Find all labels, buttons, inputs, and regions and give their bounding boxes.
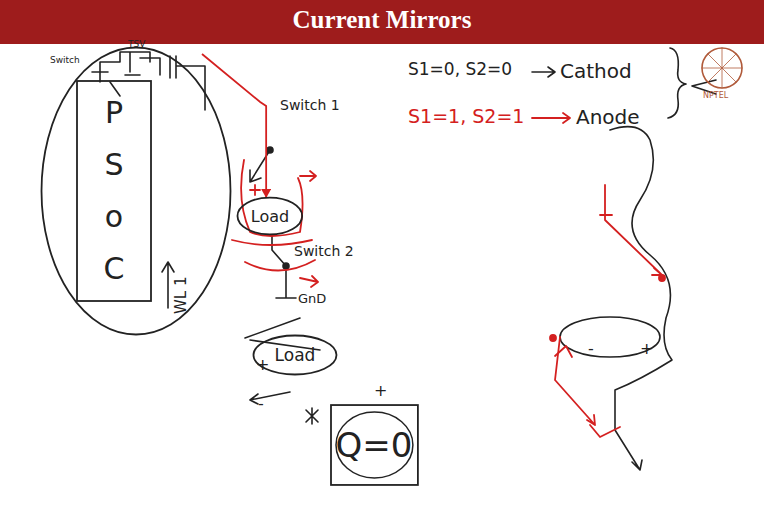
sketch-label: - [588, 340, 594, 358]
node-text: WL 1 [172, 277, 190, 315]
sketch-label: GnD [298, 292, 326, 306]
node-text: P S o C [98, 87, 131, 295]
sketch-label: S1=1, S2=1 [408, 106, 524, 127]
box-node: Q=0 [330, 404, 419, 486]
arrow-mark [300, 171, 316, 181]
oval-node: WL 1 P S o C [40, 46, 232, 336]
sketch-label: - [258, 395, 264, 413]
current-path [590, 425, 620, 437]
circuit-sketch [110, 75, 140, 96]
box-node: P S o C [76, 80, 152, 302]
sketch-label: + [374, 382, 387, 400]
sketch-label: S1=0, S2=0 [408, 60, 512, 79]
wire-connector [202, 54, 266, 197]
outline-shape [42, 48, 231, 335]
inner-oval [336, 412, 413, 478]
sketch-label: Switch 1 [280, 98, 340, 113]
arrow-mark [300, 276, 318, 287]
sketch-label: Switch [50, 56, 80, 66]
current-path [555, 337, 595, 425]
node-text: Load [275, 345, 316, 365]
sketch-label: NPTEL [703, 92, 728, 101]
arrow-mark [532, 113, 570, 123]
node-text: Load [251, 207, 289, 226]
sketch-label: Switch 2 [294, 244, 354, 259]
outline-shape [331, 405, 418, 485]
switch-contact [283, 263, 289, 269]
title-text: Current Mirrors [0, 6, 764, 34]
logo [702, 48, 742, 88]
node-text: Q=0 [336, 425, 413, 465]
sketch-label: + [256, 356, 269, 374]
node-outline [40, 46, 232, 336]
outline-shape [238, 198, 303, 235]
tick [600, 214, 612, 216]
outline-shape [77, 81, 151, 301]
arrow-mark [555, 346, 572, 357]
plus-mark [250, 185, 260, 195]
sketch-label: Anode [576, 106, 640, 128]
load-oval [560, 317, 660, 357]
sketch-label: Cathod [560, 60, 632, 82]
star-mark [306, 408, 318, 424]
title-band: Current Mirrors [0, 0, 764, 44]
outline-shape [254, 336, 337, 375]
arrow-mark [250, 392, 290, 404]
node-dot [659, 275, 665, 281]
wire [610, 127, 672, 470]
brace [668, 48, 686, 118]
logo [702, 48, 742, 88]
current-path [605, 185, 662, 275]
arrow-mark [532, 67, 555, 77]
oval-node: Load [236, 196, 304, 236]
sketch-label: + [640, 340, 653, 358]
sketch-label: TSV [128, 40, 145, 50]
node-dot [550, 335, 556, 341]
